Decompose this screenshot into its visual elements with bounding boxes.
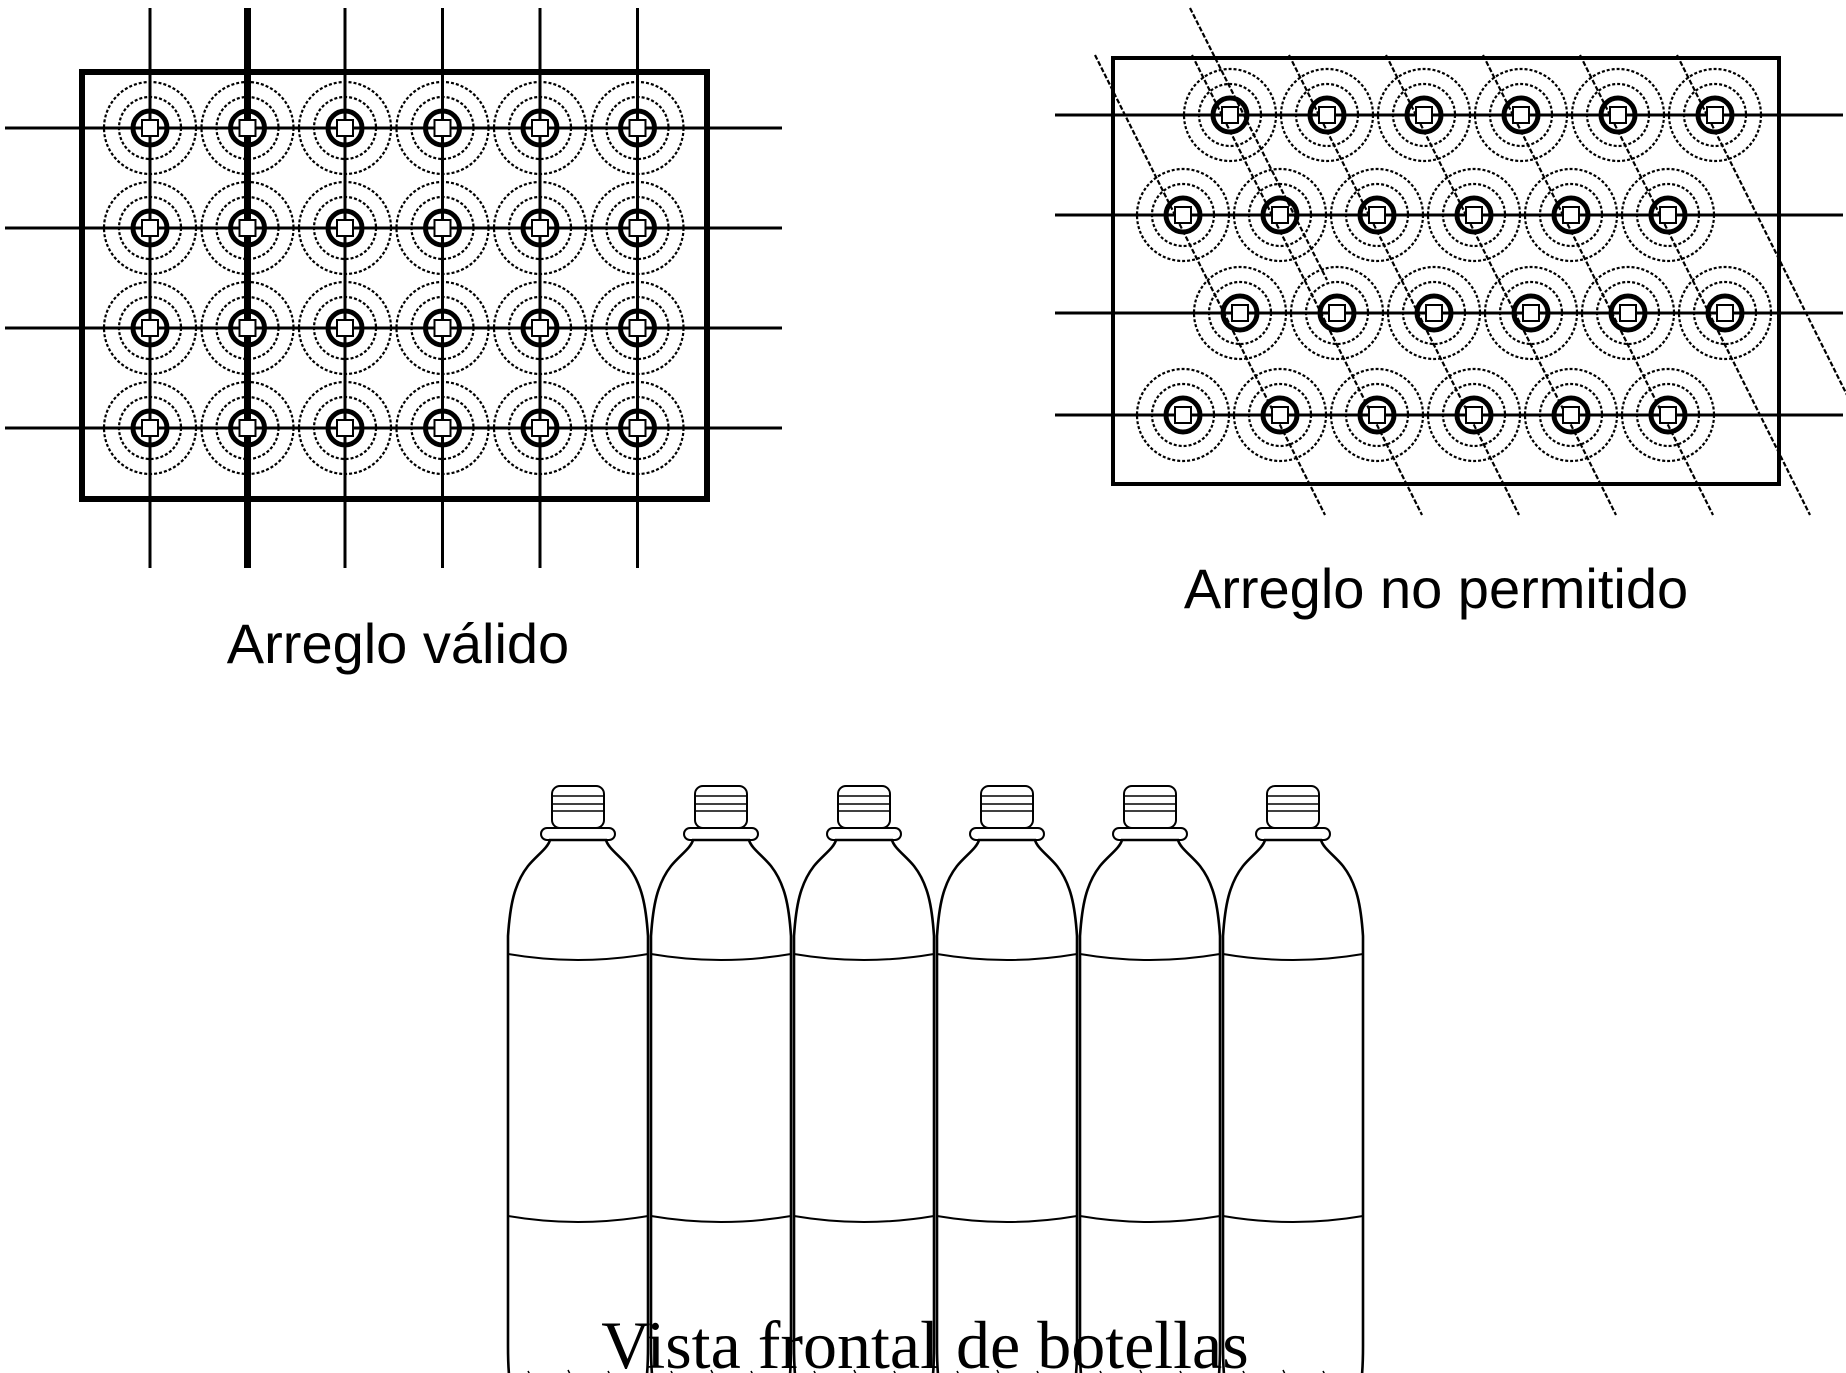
invalid-arrangement-figure: [1055, 7, 1846, 516]
invalid-bottle: [1135, 367, 1231, 463]
invalid-bottle: [1620, 167, 1716, 263]
valid-bottle: [297, 380, 393, 476]
valid-bottle: [492, 380, 588, 476]
valid-bottle: [590, 180, 685, 276]
invalid-bottle: [1677, 265, 1773, 361]
valid-bottle: [590, 380, 685, 476]
invalid-bottle: [1232, 367, 1328, 463]
valid-arrangement-caption: Arreglo válido: [227, 612, 569, 675]
invalid-bottle: [1667, 67, 1763, 163]
valid-bottle: [590, 280, 685, 376]
valid-bottle: [200, 280, 295, 376]
bottle-front: [649, 785, 793, 1373]
valid-bottle: [492, 280, 588, 376]
valid-tray-outline: [79, 69, 710, 502]
bottle-front: [1221, 785, 1365, 1373]
valid-bottle: [102, 280, 198, 376]
invalid-bottle: [1570, 67, 1666, 163]
invalid-bottle: [1523, 367, 1619, 463]
invalid-bottle: [1386, 265, 1482, 361]
bottle-front-view: [506, 785, 1365, 1373]
valid-bottle: [590, 80, 685, 176]
valid-bottle: [297, 180, 393, 276]
valid-bottle: [395, 180, 490, 276]
invalid-bottle: [1523, 167, 1619, 263]
invalid-bottle-grid: [1135, 67, 1773, 463]
invalid-bottle: [1192, 265, 1288, 361]
invalid-bottle: [1580, 265, 1676, 361]
front-view-caption: Vista frontal de botellas: [601, 1307, 1248, 1373]
invalid-bottle: [1135, 167, 1231, 263]
invalid-grid-diagonal-line: [1189, 7, 1328, 281]
invalid-bottle: [1182, 67, 1278, 163]
invalid-bottle: [1620, 367, 1716, 463]
bottle-front: [935, 785, 1079, 1373]
invalid-bottle: [1289, 265, 1385, 361]
invalid-arrangement-caption: Arreglo no permitido: [1184, 557, 1688, 620]
invalid-bottle: [1232, 167, 1328, 263]
valid-bottle: [200, 380, 295, 476]
bottle-front: [1078, 785, 1222, 1373]
valid-bottle: [395, 80, 490, 176]
valid-bottle: [492, 180, 588, 276]
invalid-tray-outline: [1111, 56, 1781, 486]
invalid-bottle: [1426, 167, 1522, 263]
valid-bottle: [492, 80, 588, 176]
valid-bottle: [102, 180, 198, 276]
invalid-bottle: [1329, 167, 1425, 263]
valid-bottle: [297, 80, 393, 176]
valid-bottle: [395, 280, 490, 376]
invalid-bottle: [1483, 265, 1579, 361]
valid-arrangement-figure: [5, 8, 782, 568]
valid-bottle: [200, 80, 295, 176]
invalid-bottle: [1376, 67, 1472, 163]
bottle-front: [792, 785, 936, 1373]
valid-bottle-grid: [102, 80, 685, 476]
bottle-front: [506, 785, 650, 1373]
valid-bottle: [102, 380, 198, 476]
invalid-bottle: [1279, 67, 1375, 163]
invalid-bottle: [1473, 67, 1569, 163]
valid-bottle: [102, 80, 198, 176]
valid-bottle: [297, 280, 393, 376]
valid-bottle: [200, 180, 295, 276]
invalid-bottle: [1329, 367, 1425, 463]
valid-bottle: [395, 380, 490, 476]
invalid-bottle: [1426, 367, 1522, 463]
invalid-grid-diagonal-line: [1094, 54, 1326, 516]
invalid-grid-lines: [1055, 7, 1846, 516]
